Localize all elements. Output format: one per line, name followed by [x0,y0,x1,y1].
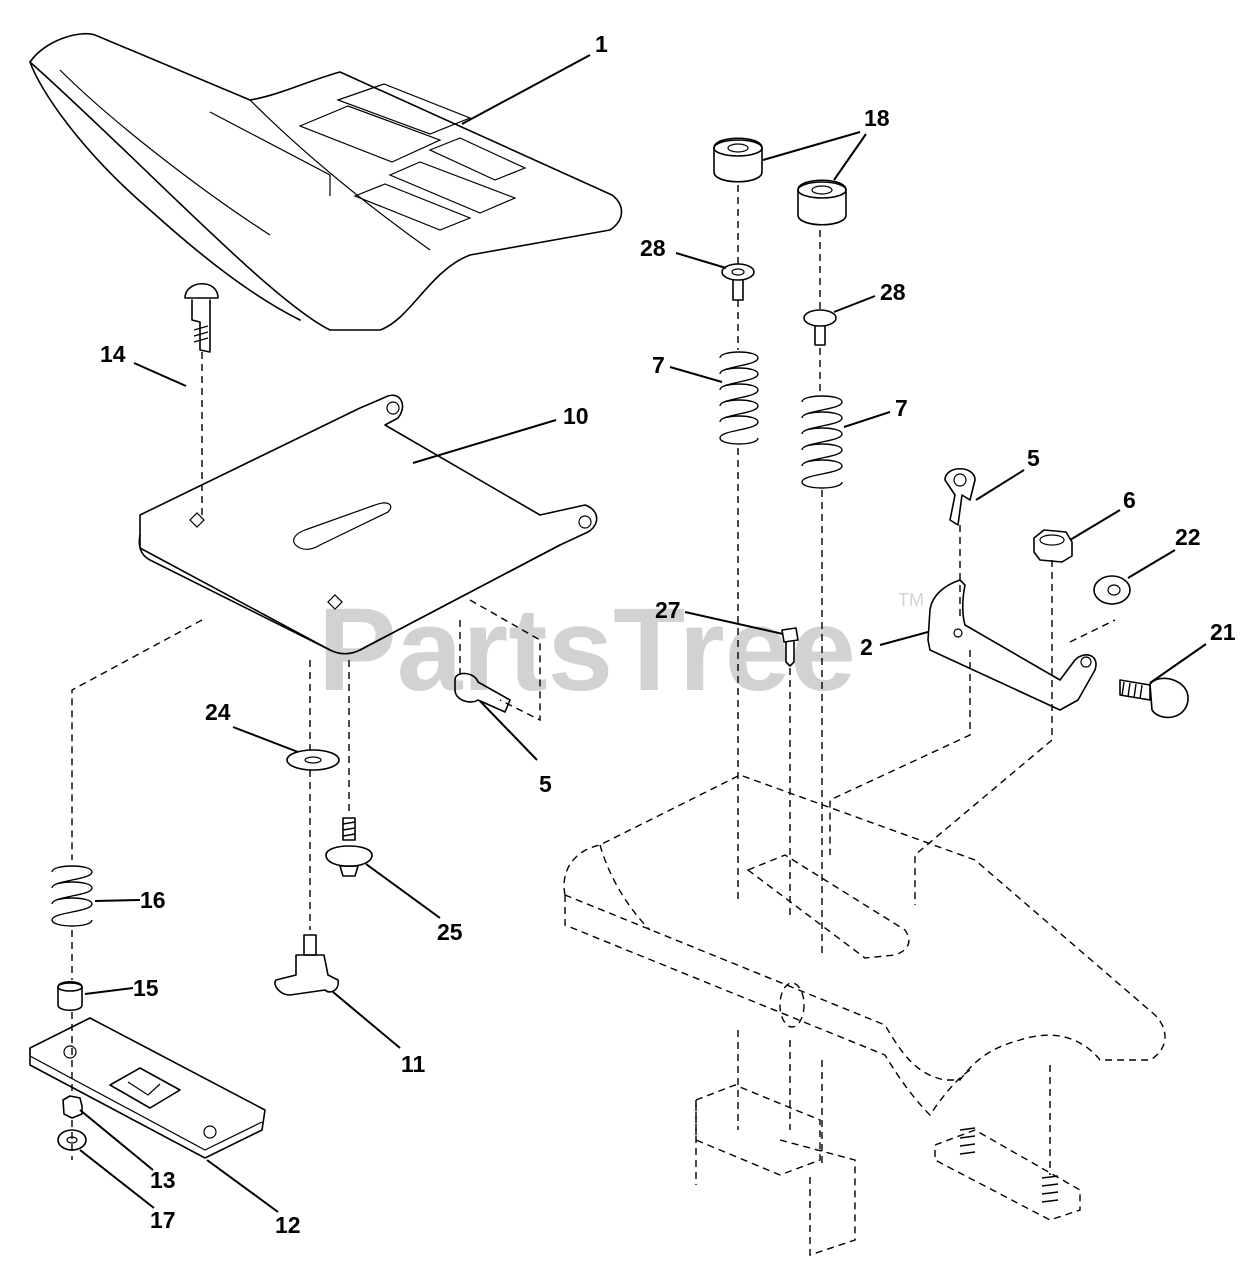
callout-10: 10 [563,403,589,429]
callout-21: 21 [1210,619,1236,645]
callout-16: 16 [140,887,166,913]
callout-6: 6 [1123,487,1136,513]
watermark: PartsTree TM [318,584,924,716]
shoulder-bolt [1119,677,1189,719]
callout-11: 11 [401,1051,426,1077]
hex-nut [1033,529,1073,563]
callout-5-right: 5 [1027,445,1040,471]
spacer [57,980,83,1012]
callout-5-left: 5 [539,771,552,797]
callout-7-left: 7 [652,352,665,378]
alignment-lines [71,185,1116,1175]
callout-13: 13 [150,1167,176,1193]
callout-25: 25 [437,919,463,945]
seat-pan [138,394,598,655]
pivot-bracket [927,579,1097,711]
leader-lines [79,54,1207,1213]
callout-12: 12 [275,1212,301,1238]
bottom-bolts [959,1127,1059,1203]
watermark-text: PartsTree [318,584,856,716]
callout-1: 1 [595,31,608,57]
callout-17: 17 [150,1207,176,1233]
tractor-frame-outline [563,774,1166,1256]
clips [454,467,976,713]
screw [781,627,799,667]
callout-7-right: 7 [895,395,908,421]
callout-2: 2 [860,634,873,660]
callout-14: 14 [100,341,126,367]
callouts: 1 18 28 28 14 10 7 7 5 6 22 27 2 21 24 5… [100,31,1236,1238]
callout-27: 27 [655,597,681,623]
carriage-bolt [184,283,219,353]
flat-washer [286,749,340,771]
callout-24: 24 [205,699,231,725]
lock-bolts [721,263,837,346]
callout-28-right: 28 [880,279,906,305]
washer [1093,575,1131,605]
spacers [713,137,847,226]
springs [51,351,843,927]
callout-22: 22 [1175,524,1201,550]
flange-bolt [325,817,373,877]
callout-28-left: 28 [640,235,666,261]
callout-15: 15 [133,975,159,1001]
slide-plate [29,1017,266,1159]
adjustment-knob [274,934,340,996]
seat [29,33,623,331]
callout-18: 18 [864,105,890,131]
watermark-trademark: TM [898,590,924,610]
